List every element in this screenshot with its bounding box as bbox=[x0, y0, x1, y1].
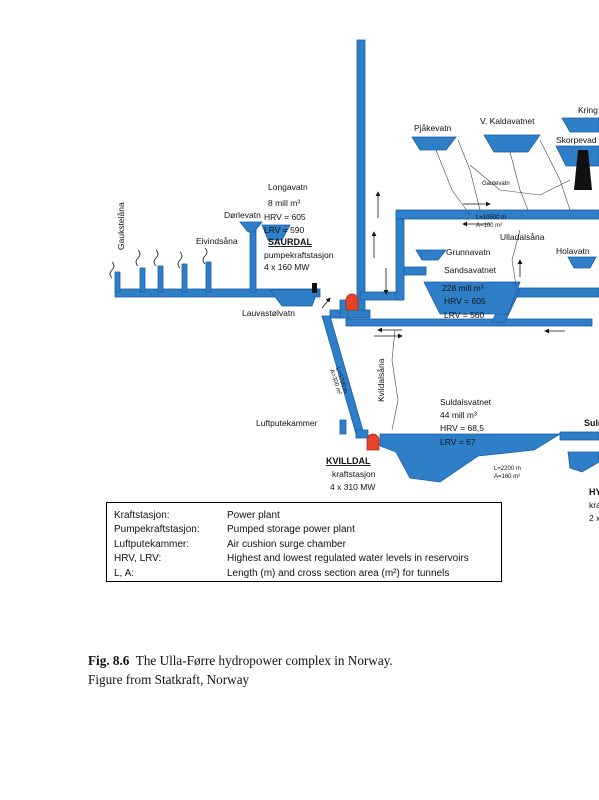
legend-def: Air cushion surge chamber bbox=[227, 538, 346, 550]
label-kring: Kring bbox=[578, 105, 598, 115]
label-sandsa-hrv: HRV = 605 bbox=[444, 296, 486, 306]
catchment-streams bbox=[391, 139, 571, 431]
label-ulladalsana: Ulladalsåna bbox=[500, 232, 545, 242]
label-saurdal: SAURDAL bbox=[268, 237, 313, 247]
label-gautevatn: Gautevatn bbox=[482, 181, 510, 187]
figure-number: Fig. 8.6 bbox=[88, 653, 130, 668]
label-tunnel3-l: L=2200 m bbox=[494, 466, 521, 472]
figure-caption: Fig. 8.6 The Ulla-Førre hydropower compl… bbox=[88, 651, 393, 689]
kaldavatnet-reservoir bbox=[483, 134, 541, 153]
legend-term: Pumpekraftstasjon: bbox=[114, 524, 200, 536]
label-tunnel3-a: A=160 m² bbox=[494, 474, 520, 480]
kvilldal-headrace bbox=[321, 315, 369, 439]
label-longavatn-lrv: LRV = 590 bbox=[264, 225, 305, 235]
legend-row: Luftputekammer: Air cushion surge chambe… bbox=[114, 538, 501, 552]
grunnavatn-reservoir bbox=[415, 249, 447, 261]
label-suldal-hrv: HRV = 68,5 bbox=[440, 423, 484, 433]
label-lauvastolvatn: Lauvastølvatn bbox=[242, 308, 295, 318]
longavatn-reservoir bbox=[261, 224, 291, 241]
legend-row: L, A: Length (m) and cross section area … bbox=[114, 567, 501, 581]
sandsavatnet-reservoir bbox=[423, 281, 521, 315]
legend-row: Kraftstasjon: Power plant bbox=[114, 509, 501, 523]
hydropower-diagram: Gaukstelåna Eivindsåna Dørlevatn Longava… bbox=[109, 39, 599, 523]
holavatn-reservoir bbox=[567, 256, 597, 269]
label-sandsavatnet: Sandsavatnet bbox=[444, 265, 497, 275]
label-kvildalsana: Kvildalsåna bbox=[376, 358, 386, 402]
legend-term: L, A: bbox=[114, 567, 135, 579]
legend-box: Kraftstasjon: Power plant Pumpekraftstas… bbox=[106, 502, 502, 582]
label-suld-cut: Suld bbox=[584, 418, 599, 428]
suldal-right-channel bbox=[559, 431, 599, 473]
label-kvilldal-type: kraftstasjon bbox=[332, 469, 376, 479]
suldalsvatnet-reservoir bbox=[379, 433, 562, 483]
legend-def: Power plant bbox=[227, 510, 280, 521]
flow-arrows bbox=[321, 191, 565, 339]
label-holavatn: Holavatn bbox=[556, 246, 590, 256]
black-gate bbox=[312, 283, 317, 293]
label-dorlevatn: Dørlevatn bbox=[224, 210, 261, 220]
label-suldalsvatnet: Suldalsvatnet bbox=[440, 397, 492, 407]
label-saurdal-cap: 4 x 160 MW bbox=[264, 262, 309, 272]
label-skorpevad: Skorpevad bbox=[556, 135, 597, 145]
label-sandsa-lrv: LRV = 560 bbox=[444, 310, 485, 320]
legend-row: Pumpekraftstasjon: Pumped storage power … bbox=[114, 523, 501, 537]
caption-text: The Ulla-Førre hydropower complex in Nor… bbox=[135, 653, 393, 668]
label-two-cut: 2 x bbox=[589, 513, 599, 523]
caption-source: Figure from Statkraft, Norway bbox=[88, 672, 250, 687]
dorlevatn-reservoir bbox=[239, 221, 263, 233]
lauvastolvatn-reservoir bbox=[269, 289, 319, 307]
label-kvilldal: KVILLDAL bbox=[326, 456, 371, 466]
label-suldal-vol: 44 mill m³ bbox=[440, 410, 477, 420]
label-grunnavatn: Grunnavatn bbox=[446, 247, 491, 257]
label-suldal-lrv: LRV = 67 bbox=[440, 437, 476, 447]
label-tunnel1-a: A=100 m² bbox=[476, 223, 502, 229]
label-eivindsana: Eivindsåna bbox=[196, 236, 238, 246]
label-kvilldal-cap: 4 x 310 MW bbox=[330, 482, 375, 492]
legend-term: Luftputekammer: bbox=[114, 538, 190, 550]
kring-reservoir bbox=[561, 117, 599, 133]
pjakevatn-reservoir bbox=[411, 136, 457, 151]
label-kaldavatnet: V. Kaldavatnet bbox=[480, 116, 535, 126]
label-kra-cut: kra bbox=[589, 500, 599, 510]
label-longavatn-vol: 8 mill m³ bbox=[268, 198, 300, 208]
label-longavatn-hrv: HRV = 605 bbox=[264, 212, 306, 222]
legend-def: Highest and lowest regulated water level… bbox=[227, 553, 469, 565]
skorpevad-dam bbox=[574, 150, 592, 190]
legend-term: HRV, LRV: bbox=[114, 553, 162, 565]
kvilldal-station-icon bbox=[366, 433, 380, 451]
legend-term: Kraftstasjon: bbox=[114, 510, 170, 521]
label-tunnel1-l: L=10500 m bbox=[476, 215, 506, 221]
label-luftputekammer: Luftputekammer bbox=[256, 418, 318, 428]
label-gaukstelana: Gaukstelåna bbox=[116, 202, 126, 250]
label-sandsa-vol: 228 mill m³ bbox=[442, 283, 484, 293]
legend-def: Length (m) and cross section area (m²) f… bbox=[227, 567, 450, 579]
label-saurdal-type: pumpekraftstasjon bbox=[264, 250, 334, 260]
legend-row: HRV, LRV: Highest and lowest regulated w… bbox=[114, 552, 501, 566]
legend-def: Pumped storage power plant bbox=[227, 524, 355, 536]
stream-squiggles bbox=[109, 247, 208, 279]
saurdal-station-icon bbox=[345, 293, 359, 311]
label-longavatn: Longavatn bbox=[268, 182, 308, 192]
label-hy-cut: HY bbox=[589, 487, 599, 497]
label-pjakevatn: Pjåkevatn bbox=[414, 123, 452, 133]
